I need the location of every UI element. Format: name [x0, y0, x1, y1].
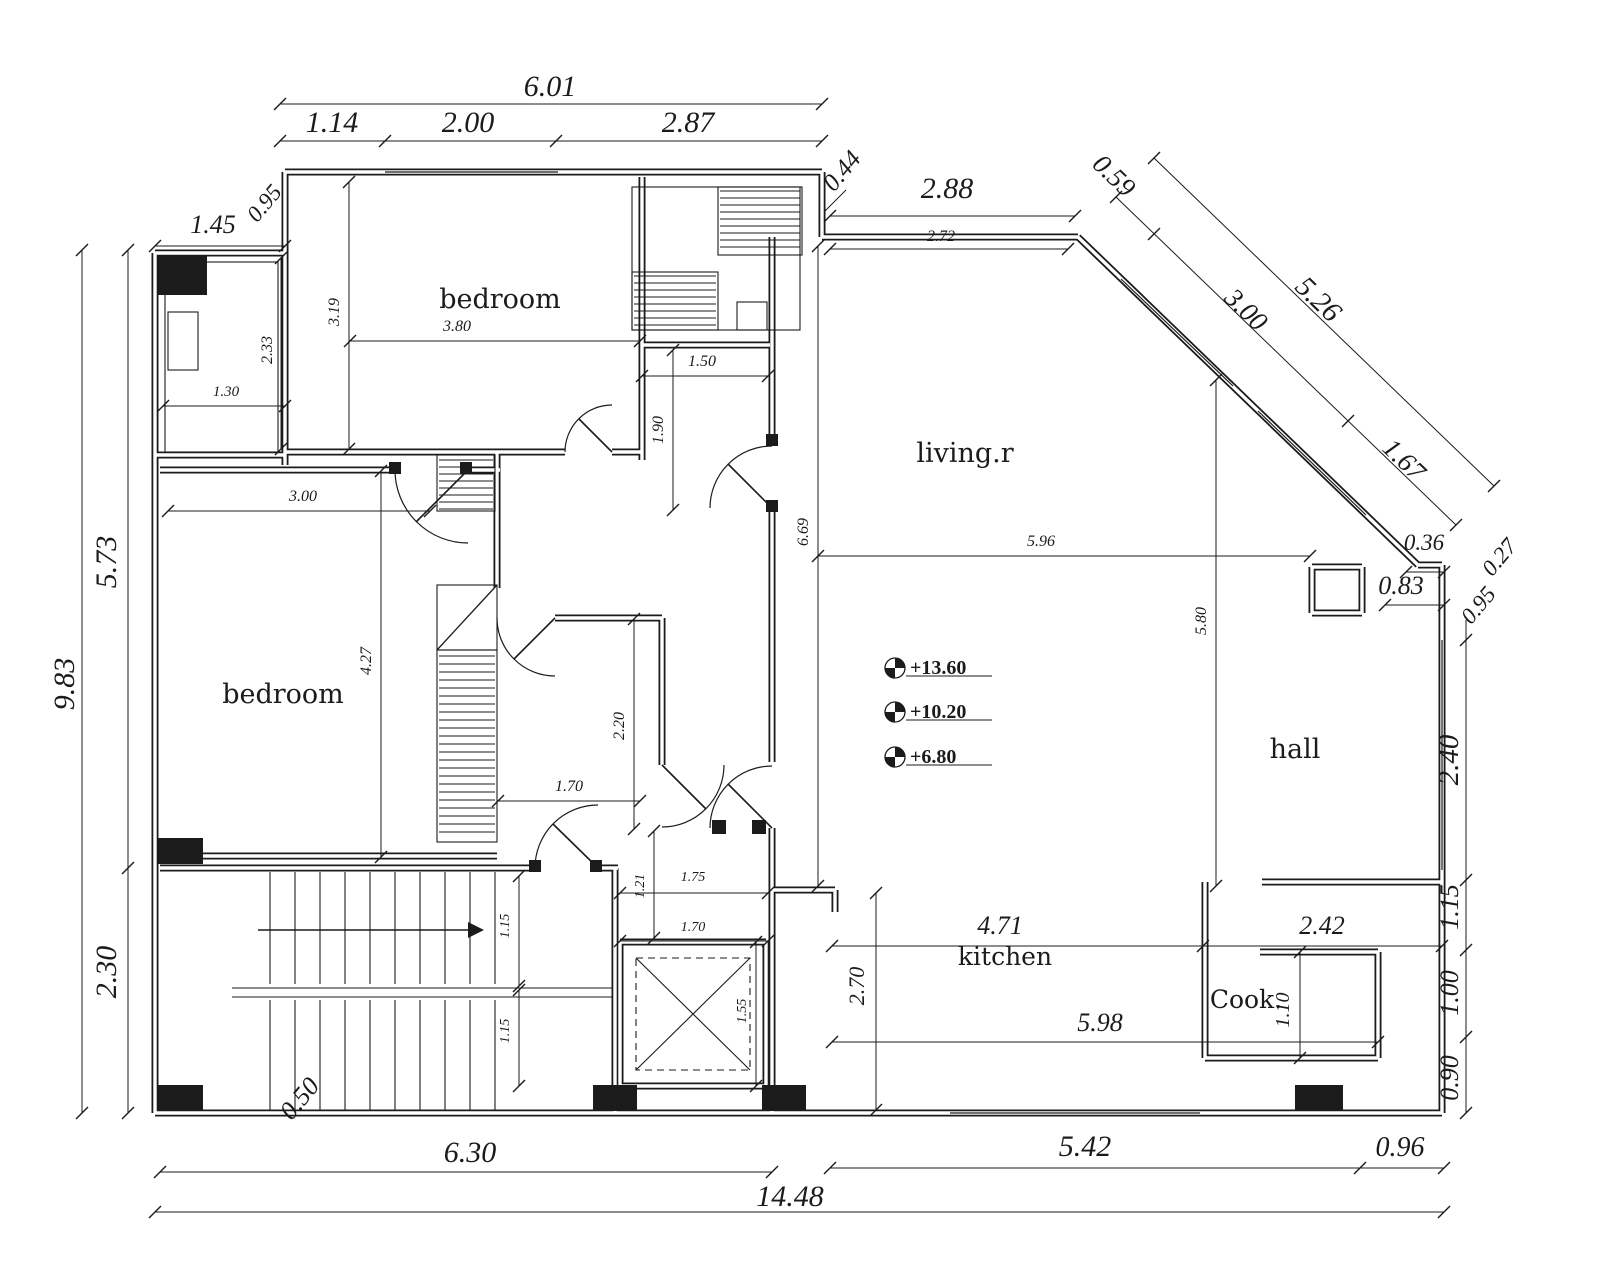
dim-label-d471: 4.71 [977, 911, 1023, 940]
dim-label-d090: 0.90 [1435, 1055, 1464, 1101]
dim-label-d100: 1.00 [1435, 970, 1464, 1016]
dim-label-d220: 2.20 [611, 712, 628, 740]
door-swing-arc [564, 404, 613, 453]
dim-label-d115a: 1.15 [498, 914, 513, 939]
room-label-cook: Cook. [1210, 985, 1282, 1014]
dim-label-d155: 1.55 [735, 999, 750, 1024]
dim-label-d573: 5.73 [90, 536, 123, 589]
dim-label-d050: 0.50 [274, 1072, 325, 1125]
dim-label-d233: 2.33 [259, 336, 276, 364]
level-label-2: +10.20 [910, 701, 966, 723]
dim-label-d200: 2.00 [442, 106, 495, 139]
room-label-bedroom_left: bedroom [222, 679, 344, 710]
dim-label-d150: 1.50 [688, 353, 716, 370]
room-label-bedroom_top: bedroom [439, 284, 561, 315]
dim-label-d240: 2.40 [1433, 734, 1465, 785]
dim-label-d096: 0.96 [1376, 1132, 1425, 1163]
dim-label-d601: 6.01 [524, 70, 577, 103]
dim-label-d526: 5.26 [1289, 270, 1348, 329]
room-label-living: living.r [916, 438, 1013, 469]
dim-label-d036: 0.36 [1404, 530, 1445, 555]
dim-label-d190: 1.90 [650, 416, 667, 444]
dim-label-d130: 1.30 [213, 384, 240, 400]
dim-label-d059: 0.59 [1087, 148, 1142, 203]
level-label-1: +13.60 [910, 657, 966, 679]
dim-label-d230: 2.30 [90, 946, 123, 999]
dim-label-d598: 5.98 [1077, 1008, 1123, 1037]
dim-label-d110: 1.10 [1272, 993, 1294, 1028]
level-label-3: +6.80 [910, 746, 956, 768]
dim-label-d983: 9.83 [48, 658, 81, 711]
dim-label-d427: 4.27 [358, 646, 375, 675]
dim-label-d145: 1.45 [190, 210, 236, 239]
dim-label-d242: 2.42 [1299, 911, 1345, 940]
dim-label-d175: 1.75 [681, 870, 706, 885]
dim-label-d095l: 0.95 [242, 180, 287, 227]
dim-label-d630: 6.30 [444, 1136, 497, 1169]
dim-label-d170a: 1.70 [555, 778, 583, 795]
room-label-kitchen: kitchen [958, 942, 1052, 971]
dim-label-d115r: 1.15 [1435, 884, 1464, 930]
dim-label-d083: 0.83 [1378, 571, 1424, 600]
dim-label-d115b: 1.15 [498, 1019, 513, 1044]
dim-label-d300int: 3.00 [288, 488, 317, 505]
dim-label-d542: 5.42 [1059, 1130, 1112, 1163]
dim-label-d380: 3.80 [442, 318, 471, 335]
dim-label-d167: 1.67 [1377, 432, 1433, 487]
dim-label-d596: 5.96 [1027, 533, 1055, 550]
dim-label-d288: 2.88 [921, 172, 974, 205]
dim-label-d669: 6.69 [795, 518, 812, 546]
room-label-hall: hall [1270, 734, 1321, 765]
dim-label-d1448: 14.48 [756, 1180, 824, 1213]
dim-label-d319: 3.19 [326, 298, 343, 327]
dim-label-d121: 1.21 [633, 874, 648, 899]
dim-label-d272: 2.72 [927, 228, 955, 245]
dim-label-d270: 2.70 [844, 967, 869, 1006]
details-dimension-lines [75, 97, 1501, 1219]
dim-label-d300diag: 3.00 [1218, 282, 1274, 337]
dim-label-d170b: 1.70 [681, 920, 706, 935]
dim-label-d287: 2.87 [662, 106, 717, 139]
dim-label-d114: 1.14 [306, 106, 359, 139]
dim-label-d027: 0.27 [1477, 533, 1523, 581]
dim-label-d095r: 0.95 [1456, 582, 1501, 629]
dim-label-d580: 5.80 [1193, 607, 1210, 635]
